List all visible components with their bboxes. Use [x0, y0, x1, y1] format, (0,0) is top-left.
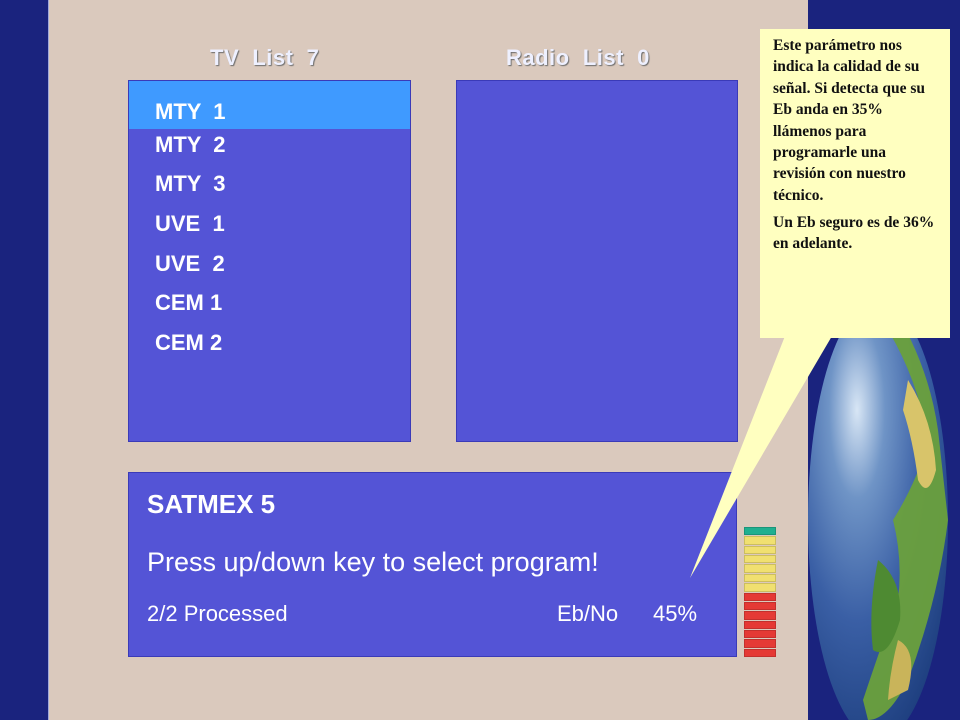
processed-count: 2/2 Processed	[147, 601, 288, 626]
tv-channel-list[interactable]: MTY 1 MTY 2 MTY 3 UVE 1 UVE 2 CEM 1 CEM …	[128, 80, 411, 442]
ebno-value: 45%	[653, 601, 698, 626]
signal-meter-segment	[744, 555, 776, 564]
channel-item[interactable]: UVE 1	[155, 211, 225, 236]
signal-meter-segment	[744, 592, 776, 601]
signal-meter-segment	[744, 648, 776, 658]
tooltip-paragraph: Un Eb seguro es de 36% en adelante.	[773, 214, 935, 253]
signal-meter-segment	[744, 620, 776, 629]
signal-quality-meter	[744, 527, 776, 658]
tooltip-paragraph: Este parámetro nos indica la calidad de …	[773, 37, 925, 204]
left-border-line	[48, 0, 49, 720]
channel-item[interactable]: CEM 1	[155, 290, 223, 315]
signal-meter-segment	[744, 536, 776, 545]
left-screen-edge	[0, 0, 48, 720]
signal-meter-segment	[744, 601, 776, 611]
signal-meter-segment	[744, 629, 776, 639]
signal-meter-segment	[744, 527, 776, 536]
radio-channel-list[interactable]	[456, 80, 738, 442]
channel-item[interactable]: MTY 3	[155, 171, 226, 196]
signal-meter-segment	[744, 611, 776, 620]
signal-meter-segment	[744, 583, 776, 592]
signal-meter-segment	[744, 564, 776, 573]
status-panel: SATMEX 5 Press up/down key to select pro…	[128, 472, 737, 657]
instruction-text: Press up/down key to select program!	[147, 547, 599, 577]
earth-globe-image	[808, 300, 948, 720]
signal-meter-segment	[744, 545, 776, 555]
tv-list-title: TV List 7	[210, 45, 320, 70]
satellite-name: SATMEX 5	[147, 489, 276, 519]
channel-item[interactable]: UVE 2	[155, 251, 225, 276]
radio-list-title: Radio List 0	[506, 45, 650, 70]
signal-meter-segment	[744, 639, 776, 648]
channel-item[interactable]: CEM 2	[155, 330, 223, 355]
ebno-label: Eb/No	[557, 601, 619, 626]
signal-meter-segment	[744, 573, 776, 583]
channel-item[interactable]: MTY 1	[155, 99, 226, 124]
help-tooltip: Este parámetro nos indica la calidad de …	[760, 29, 950, 338]
selected-channel-highlight	[129, 81, 410, 129]
channel-item[interactable]: MTY 2	[155, 132, 226, 157]
